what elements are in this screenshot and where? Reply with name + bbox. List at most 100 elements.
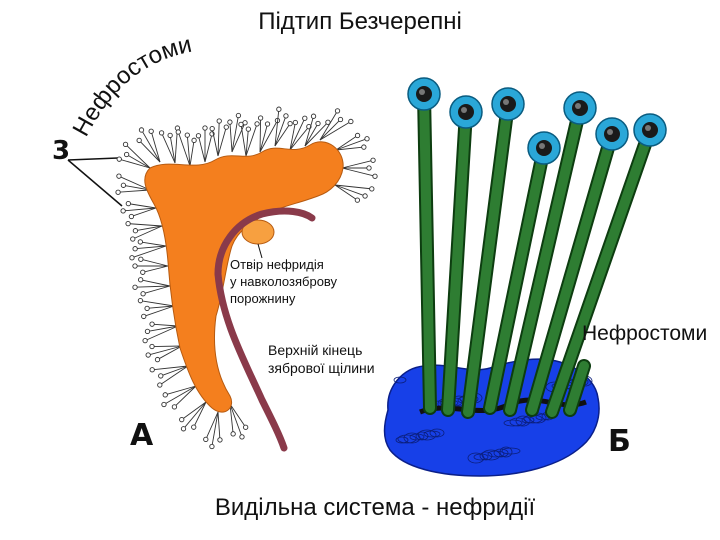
solenocyte [177, 131, 191, 167]
solenocyte [142, 285, 171, 295]
solenocyte [319, 110, 338, 141]
solenocyte [174, 385, 197, 408]
solenocyte-cell [243, 424, 249, 430]
nephridium-body [144, 141, 344, 413]
base-cell [415, 431, 429, 441]
solenocyte [142, 265, 169, 273]
base-cell [395, 436, 409, 444]
solenocyte [217, 411, 221, 440]
solenocyte [335, 146, 364, 151]
solenocyte [211, 128, 219, 157]
base-cell [503, 419, 523, 427]
solenocyte [304, 116, 314, 147]
solenocyte-cell [123, 151, 130, 158]
annotation-line: зябрової щілини [268, 360, 375, 376]
solenocyte-cell [157, 382, 163, 388]
solenocyte-cell [230, 431, 236, 437]
gill-slit-tube [214, 270, 288, 452]
annotation-line: Верхній кінець [268, 342, 363, 358]
solenocyte [319, 119, 341, 141]
base-cell [393, 376, 407, 384]
nephrostomes-label: Нефростоми [582, 322, 708, 345]
nephrostome-stalk [527, 129, 617, 415]
solenocyte [135, 285, 171, 288]
solenocyte-cell [310, 113, 317, 119]
solenocyte-cell [354, 197, 361, 203]
solenocyte-cell [120, 182, 127, 188]
solenocyte [150, 131, 161, 163]
solenocyte-cell [276, 106, 282, 112]
solenocyte [126, 154, 151, 169]
annotation-line: у навколозяброву [230, 274, 338, 289]
solenocyte [125, 144, 151, 169]
base-cell [521, 416, 535, 424]
solenocyte-cell [191, 424, 197, 430]
solenocyte-cell [366, 165, 372, 171]
solenocyte [319, 121, 352, 141]
base-cell [403, 432, 421, 444]
pointer-line [67, 159, 123, 207]
solenocyte-cell [238, 121, 244, 128]
solenocyte [141, 129, 161, 163]
solenocyte-cell [120, 208, 126, 214]
solenocyte-cell [287, 120, 293, 127]
gill-slit-annotation: Верхній кінець зябрової щілини [268, 341, 375, 377]
solenocyte-cell [354, 132, 361, 139]
page-title: Підтип Безчерепні [258, 8, 462, 35]
opening-annotation: Отвір нефридія у навколозяброву порожнин… [230, 256, 337, 307]
solenocyte [259, 117, 262, 153]
solenocyte-cell [161, 401, 167, 408]
solenocyte-cell [202, 125, 208, 131]
solenocyte-cell [191, 137, 197, 143]
solenocyte [159, 365, 189, 386]
solenocyte-cell [283, 113, 289, 119]
solenocyte-cell [292, 119, 298, 126]
solenocyte [274, 109, 280, 147]
solenocyte-cell [223, 124, 229, 130]
solenocyte-cell [171, 404, 178, 410]
solenocyte [118, 189, 151, 193]
solenocyte [259, 123, 268, 153]
solenocyte-cell [254, 121, 260, 127]
solenocyte-cell [209, 443, 215, 450]
base-cell [499, 446, 513, 458]
solenocyte-cell [325, 119, 331, 125]
nephrostome-opening-highlight [575, 103, 581, 109]
solenocyte [240, 124, 247, 157]
solenocyte-cell [302, 115, 308, 121]
solenocyte-cell [235, 112, 242, 119]
solenocyte-cell [138, 127, 145, 133]
solenocyte [289, 126, 310, 151]
solenocyte-cell [149, 321, 155, 327]
solenocyte [304, 121, 329, 147]
solenocyte-cell [217, 437, 223, 443]
solenocyte [132, 225, 163, 240]
solenocyte [334, 184, 366, 197]
solenocyte [119, 158, 151, 169]
solenocyte [231, 122, 246, 153]
solenocyte [128, 203, 157, 209]
nephrostome-stalk [419, 89, 435, 413]
solenocyte [140, 300, 175, 307]
solenocyte-cell [372, 173, 378, 179]
solenocyte [157, 345, 183, 360]
solenocyte [217, 121, 220, 157]
annotation-line: Отвір нефридія [230, 257, 324, 272]
nephrostome-stalk [565, 361, 589, 415]
solenocyte-cell [132, 284, 138, 290]
solenocyte [131, 207, 157, 217]
base-cell [493, 448, 509, 458]
figure-a-letter: А [130, 418, 154, 453]
solenocyte-cell [116, 173, 122, 179]
solenocyte-cell [136, 137, 142, 144]
solenocyte [204, 133, 213, 163]
solenocyte-cell [132, 246, 138, 252]
solenocyte [123, 207, 157, 212]
base-cell [515, 415, 531, 427]
solenocyte [229, 403, 243, 438]
solenocyte-cell [137, 298, 144, 304]
solenocyte-cell [129, 255, 135, 261]
solenocyte-cell [337, 116, 344, 123]
solenocyte-cell [116, 156, 122, 162]
solenocyte [131, 245, 167, 259]
